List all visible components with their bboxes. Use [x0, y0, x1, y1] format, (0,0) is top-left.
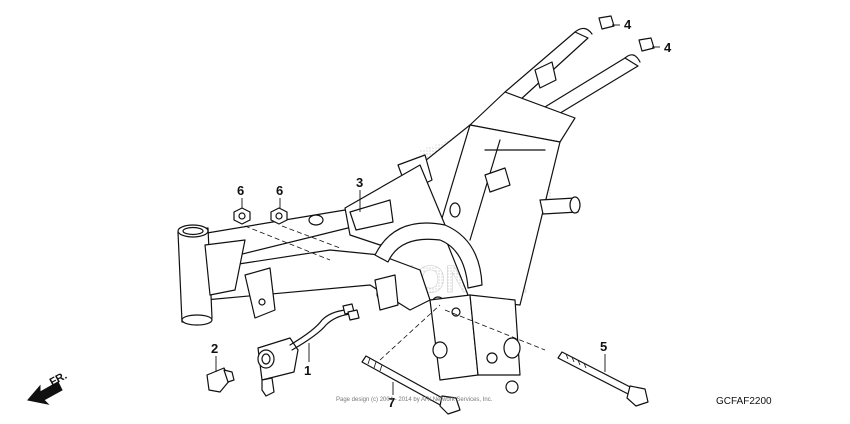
front-direction-indicator: FR. [27, 370, 69, 405]
callout-3: 3 [356, 175, 363, 190]
ignition-switch-part [257, 303, 360, 397]
callout-5: 5 [600, 339, 607, 354]
frame-body-part [177, 27, 641, 394]
callout-4b: 4 [664, 40, 672, 55]
callout-7: 7 [388, 395, 395, 410]
front-arrow-icon [27, 381, 63, 405]
callout-1: 1 [304, 363, 311, 378]
diagram-code: GCFAF2200 [716, 396, 772, 407]
assembly-line-6b [281, 225, 341, 249]
cap-part [206, 367, 235, 393]
nut-6b-part [270, 207, 288, 225]
rail-end-nut-upper [598, 15, 615, 30]
callout-6b: 6 [276, 183, 283, 198]
nut-6a-part [233, 207, 251, 225]
callout-6a: 6 [237, 183, 244, 198]
engine-mount-bolt-5 [557, 351, 649, 407]
rail-end-nut-lower [638, 37, 655, 52]
callout-2: 2 [211, 341, 218, 356]
copyright-text: Page design (c) 2004 - 2014 by ARI Netwo… [336, 397, 493, 403]
assembly-line-6a [244, 225, 331, 261]
front-label: FR. [48, 370, 69, 389]
assembly-line-5 [444, 309, 546, 351]
engine-mount-bolt-7 [361, 355, 461, 415]
assembly-line-7 [379, 304, 441, 361]
callout-4a: 4 [624, 17, 632, 32]
leader-lines [215, 24, 660, 395]
